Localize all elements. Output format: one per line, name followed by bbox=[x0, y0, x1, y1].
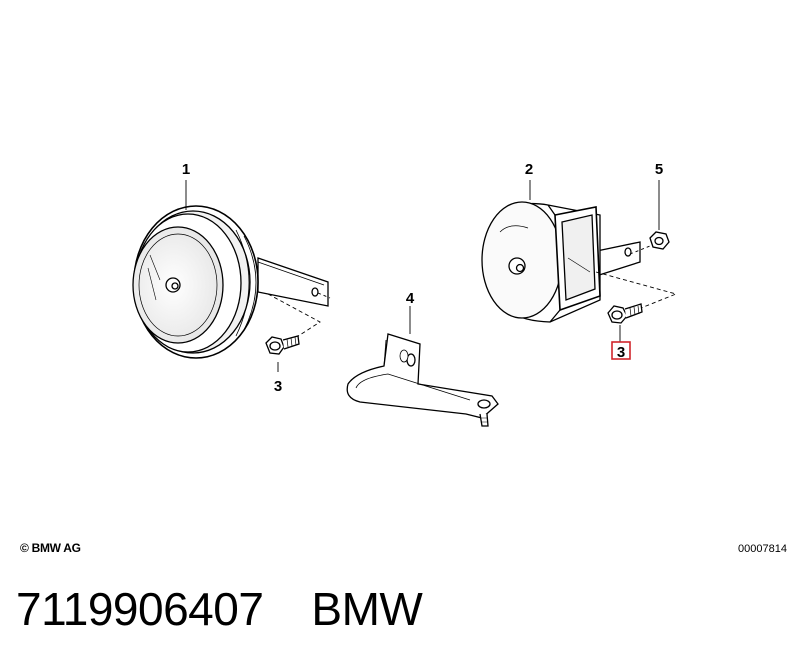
leader-lines-horn-2 bbox=[529, 180, 678, 342]
drawing-number: 00007814 bbox=[738, 543, 787, 555]
callout-1[interactable]: 1 bbox=[182, 161, 190, 178]
bolt-part-3-right[interactable] bbox=[607, 303, 643, 324]
leader-lines-horn-1 bbox=[185, 180, 331, 372]
bolt-part-3-left[interactable] bbox=[265, 335, 300, 355]
footer-caption: 7119906407 BMW bbox=[16, 582, 423, 636]
trumpet-horn-part-2[interactable] bbox=[481, 201, 641, 323]
callout-3-right-highlighted[interactable]: 3 bbox=[617, 344, 625, 361]
callout-5[interactable]: 5 bbox=[655, 161, 663, 178]
callout-2[interactable]: 2 bbox=[525, 161, 533, 178]
disc-horn-part-1[interactable] bbox=[132, 205, 329, 359]
copyright-label: © BMW AG bbox=[20, 541, 81, 555]
part-number: 7119906407 bbox=[16, 583, 264, 635]
bracket-part-4[interactable] bbox=[346, 333, 499, 427]
nut-part-5[interactable] bbox=[649, 231, 670, 250]
highlight-box bbox=[611, 341, 631, 360]
callout-4[interactable]: 4 bbox=[406, 290, 415, 307]
brand-name: BMW bbox=[311, 583, 423, 635]
callout-3-left[interactable]: 3 bbox=[274, 378, 282, 395]
